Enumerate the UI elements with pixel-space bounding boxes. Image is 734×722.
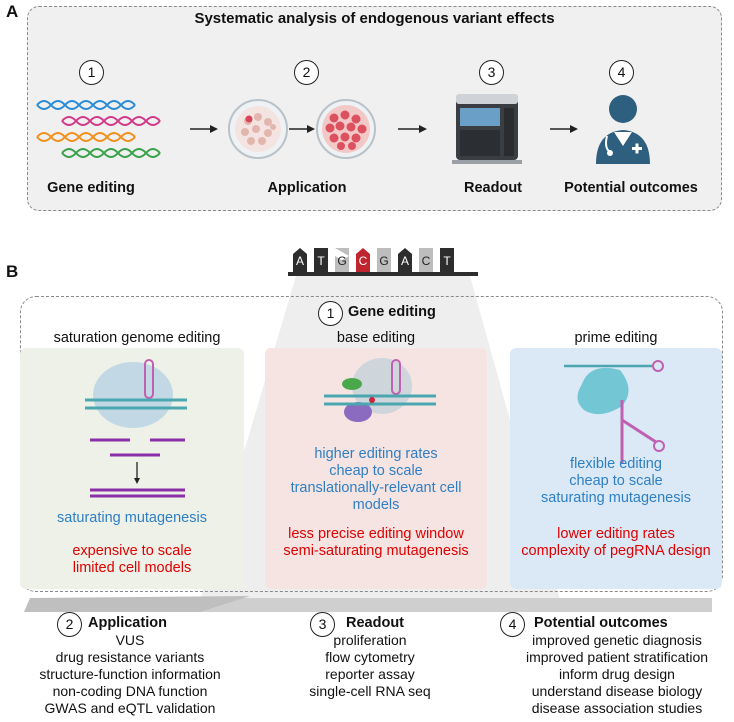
outcomes-label: Potential outcomes: [534, 615, 668, 631]
list-item: drug resistance variants: [55, 649, 205, 665]
base-editor-illustration-icon: [324, 358, 436, 422]
list-item: structure-function information: [39, 666, 221, 682]
step-4-label: Potential outcomes: [564, 180, 698, 196]
pe-pro-2: cheap to scale: [569, 473, 663, 489]
list-item: disease association studies: [531, 700, 703, 716]
step-2-label: Application: [267, 180, 347, 196]
list-item: improved patient stratification: [525, 649, 709, 665]
panel-a-title: Systematic analysis of endogenous varian…: [194, 10, 555, 27]
be-pro-4: models: [352, 497, 400, 513]
doctor-icon: [596, 95, 650, 164]
outcomes-list: improved genetic diagnosis improved pati…: [500, 632, 734, 717]
list-item: improved genetic diagnosis: [532, 632, 702, 648]
gene-editing-number: 1: [318, 301, 343, 326]
prime-editor-illustration-icon: [564, 360, 665, 464]
step-2-number: 2: [294, 60, 319, 85]
petri-dish-cells-icon: [228, 99, 376, 159]
application-number: 2: [57, 612, 82, 637]
list-item: flow cytometry: [325, 649, 415, 665]
be-pro-3: translationally-relevant cell: [290, 480, 462, 496]
sequencer-machine-icon: [452, 94, 522, 164]
dna-strands-icon: [36, 100, 161, 158]
arrow-icon: [550, 125, 578, 133]
base-letter: T: [443, 254, 451, 268]
base-letter: T: [317, 254, 325, 268]
base-letter: A: [295, 254, 304, 268]
arrow-icon: [398, 125, 427, 133]
base-letter: G: [337, 254, 347, 268]
list-item: understand disease biology: [531, 683, 703, 699]
be-pro-1: higher editing rates: [314, 446, 438, 462]
sge-con-1: expensive to scale: [72, 543, 192, 559]
be-pro-2: cheap to scale: [329, 463, 423, 479]
base-editing-title: base editing: [336, 330, 416, 346]
base-letter: G: [379, 254, 389, 268]
list-item: VUS: [115, 632, 145, 648]
sge-pro-1: saturating mutagenesis: [57, 510, 207, 526]
list-item: reporter assay: [325, 666, 415, 682]
pe-pro-1: flexible editing: [570, 456, 662, 472]
readout-label: Readout: [346, 615, 404, 631]
be-con-2: semi-saturating mutagenesis: [283, 543, 469, 559]
panel-a-box: [27, 6, 722, 211]
sge-con-2: limited cell models: [72, 560, 192, 576]
be-con-1: less precise editing window: [288, 526, 464, 542]
readout-number: 3: [310, 612, 335, 637]
arrow-icon: [190, 125, 218, 133]
step-4-number: 4: [609, 60, 634, 85]
application-label: Application: [88, 615, 167, 631]
panel-b-letter: B: [6, 262, 19, 281]
list-item: proliferation: [333, 632, 407, 648]
pe-con-1: lower editing rates: [557, 526, 675, 542]
prime-editing-title: prime editing: [574, 330, 658, 346]
base-letter: C: [421, 254, 431, 268]
cas9-sge-illustration-icon: [85, 359, 187, 498]
list-item: GWAS and eQTL validation: [44, 700, 216, 716]
step-3-label: Readout: [464, 180, 522, 196]
base-letter: A: [400, 254, 409, 268]
readout-list: proliferation flow cytometry reporter as…: [270, 632, 470, 700]
step-1-number: 1: [79, 60, 104, 85]
dna-sequence: A T G C G A C T: [288, 242, 478, 276]
pe-con-2: complexity of pegRNA design: [521, 543, 711, 559]
list-item: single-cell RNA seq: [309, 683, 431, 699]
pe-pro-3: saturating mutagenesis: [541, 490, 691, 506]
outcomes-number: 4: [500, 612, 525, 637]
gene-editing-label: Gene editing: [348, 304, 436, 320]
base-letter: C: [358, 254, 368, 268]
step-3-number: 3: [479, 60, 504, 85]
list-item: non-coding DNA function: [52, 683, 208, 699]
step-1-label: Gene editing: [47, 180, 135, 196]
list-item: inform drug design: [559, 666, 675, 682]
application-list: VUS drug resistance variants structure-f…: [0, 632, 260, 717]
sge-title: saturation genome editing: [53, 330, 221, 346]
panel-a-letter: A: [6, 2, 19, 21]
